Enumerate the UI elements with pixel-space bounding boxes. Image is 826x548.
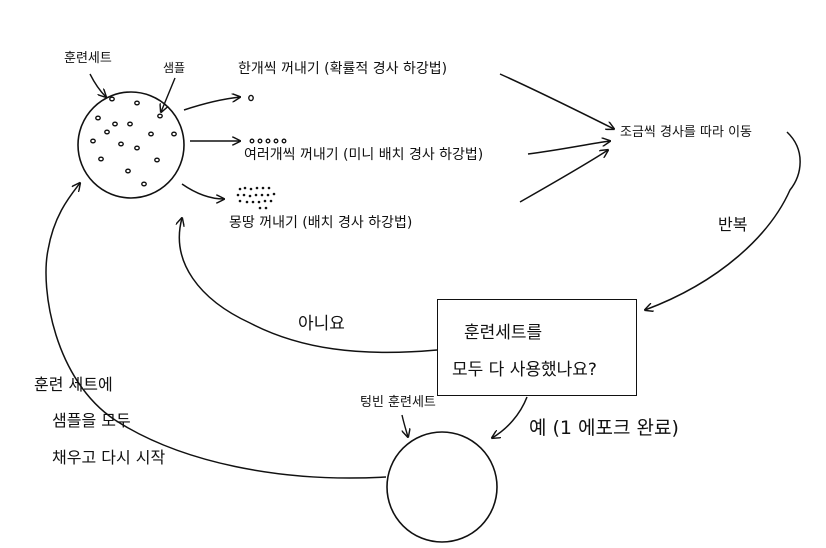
minibatch-to-update-arrow bbox=[527, 141, 610, 155]
single-sample-dot bbox=[248, 94, 254, 102]
no-label: 아니요 bbox=[298, 314, 345, 334]
sgd-label: 한개씩 꺼내기 (확률적 경사 하강법) bbox=[238, 61, 448, 77]
empty-set-label: 텅빈 훈련세트 bbox=[360, 395, 436, 410]
sgd-to-update-arrow bbox=[499, 73, 614, 129]
restart-loop-arrow bbox=[45, 183, 387, 479]
restart-line-2: 샘플을 모두 bbox=[52, 411, 131, 430]
repeat-arrow bbox=[645, 131, 801, 310]
restart-line-3: 채우고 다시 시작 bbox=[52, 448, 166, 467]
sample-label: 샘플 bbox=[163, 61, 186, 75]
yes-arrow bbox=[492, 396, 528, 438]
training-set-label: 훈련세트 bbox=[64, 51, 112, 66]
batch-arrow bbox=[181, 183, 224, 199]
no-loop-arrow bbox=[179, 218, 438, 354]
sample-pointer-arrow bbox=[161, 77, 176, 112]
minibatch-label: 여러개씩 꺼내기 (미니 배치 경사 하강법) bbox=[244, 147, 484, 163]
minibatch-dots bbox=[249, 138, 287, 144]
decision-line-1: 훈련세트를 bbox=[464, 323, 543, 343]
training-set-pointer-arrow bbox=[89, 73, 106, 97]
decision-line-2: 모두 다 사용했나요? bbox=[452, 360, 597, 380]
sgd-arrow bbox=[183, 97, 240, 111]
empty-set-pointer-arrow bbox=[401, 414, 408, 437]
update-step-label: 조금씩 경사를 따라 이동 bbox=[620, 125, 752, 140]
empty-training-set-circle bbox=[386, 431, 498, 543]
repeat-label: 반복 bbox=[718, 215, 748, 234]
sample-dots bbox=[90, 96, 177, 187]
restart-line-1: 훈련 세트에 bbox=[34, 375, 113, 394]
training-set-circle bbox=[77, 91, 185, 199]
batch-to-update-arrow bbox=[519, 150, 608, 203]
decision-box: 훈련세트를 모두 다 사용했나요? bbox=[437, 299, 637, 396]
batch-label: 몽땅 꺼내기 (배치 경사 하강법) bbox=[229, 215, 413, 231]
batch-dots bbox=[236, 186, 276, 210]
yes-label: 예 (1 에포크 완료) bbox=[529, 417, 679, 439]
